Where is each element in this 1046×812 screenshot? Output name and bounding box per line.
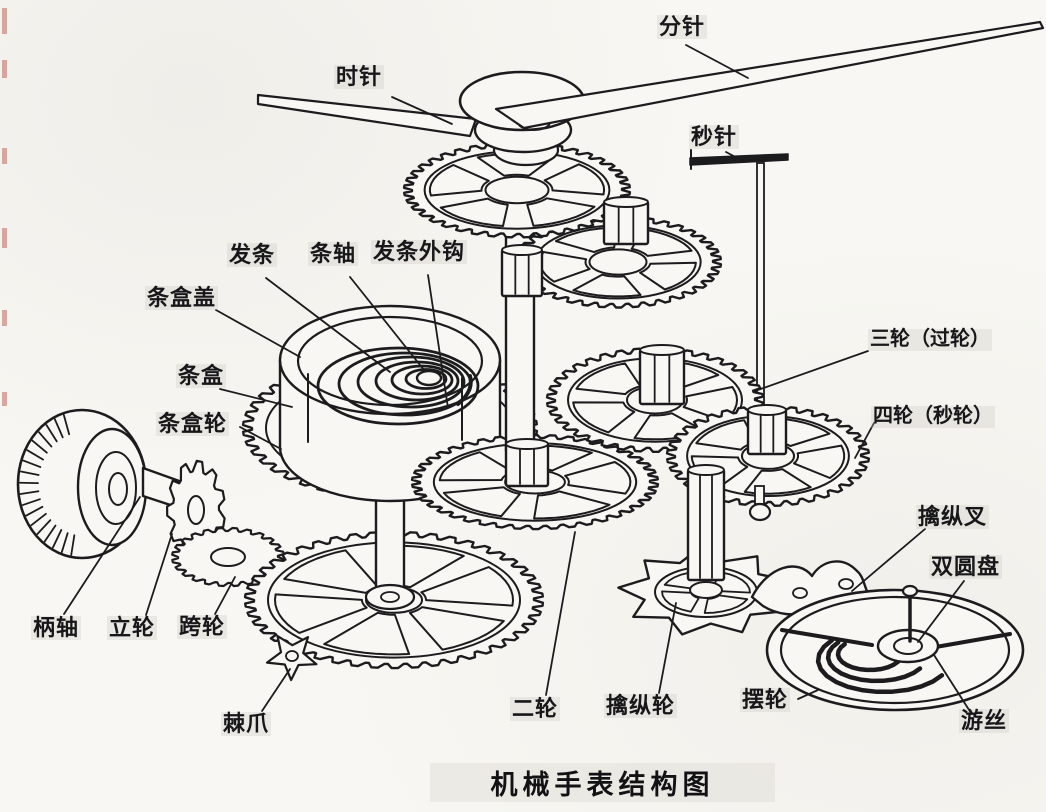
label-pallet-fork: 擒纵叉 xyxy=(916,504,990,529)
label-hour-hand: 时针 xyxy=(334,64,385,89)
label-third-wheel: 三轮（过轮） xyxy=(868,328,992,351)
label-crossing-wheel: 跨轮 xyxy=(177,614,228,639)
label-balance-wheel: 摆轮 xyxy=(740,687,791,712)
label-mainspring: 发条 xyxy=(227,242,278,267)
label-fourth-wheel: 四轮（秒轮） xyxy=(871,405,995,428)
label-winding-stem: 柄轴 xyxy=(31,615,82,640)
label-escape-wheel: 擒纵轮 xyxy=(604,693,678,718)
label-click-pawl: 棘爪 xyxy=(221,711,272,736)
label-mainspring-outer-hook: 发条外钩 xyxy=(371,239,468,264)
label-double-roller: 双圆盘 xyxy=(929,554,1003,579)
label-barrel-wheel: 条盒轮 xyxy=(156,411,230,436)
label-barrel-cover: 条盒盖 xyxy=(145,285,219,310)
label-winding-pinion: 立轮 xyxy=(107,615,158,640)
label-minute-hand: 分针 xyxy=(657,14,708,39)
label-center-wheel: 二轮 xyxy=(510,696,561,721)
label-barrel-arbor: 条轴 xyxy=(308,241,359,266)
diagram-title: 机械手表结构图 xyxy=(430,763,775,802)
label-hairspring: 游丝 xyxy=(959,708,1010,733)
label-barrel: 条盒 xyxy=(176,363,227,388)
label-second-hand: 秒针 xyxy=(689,124,740,149)
